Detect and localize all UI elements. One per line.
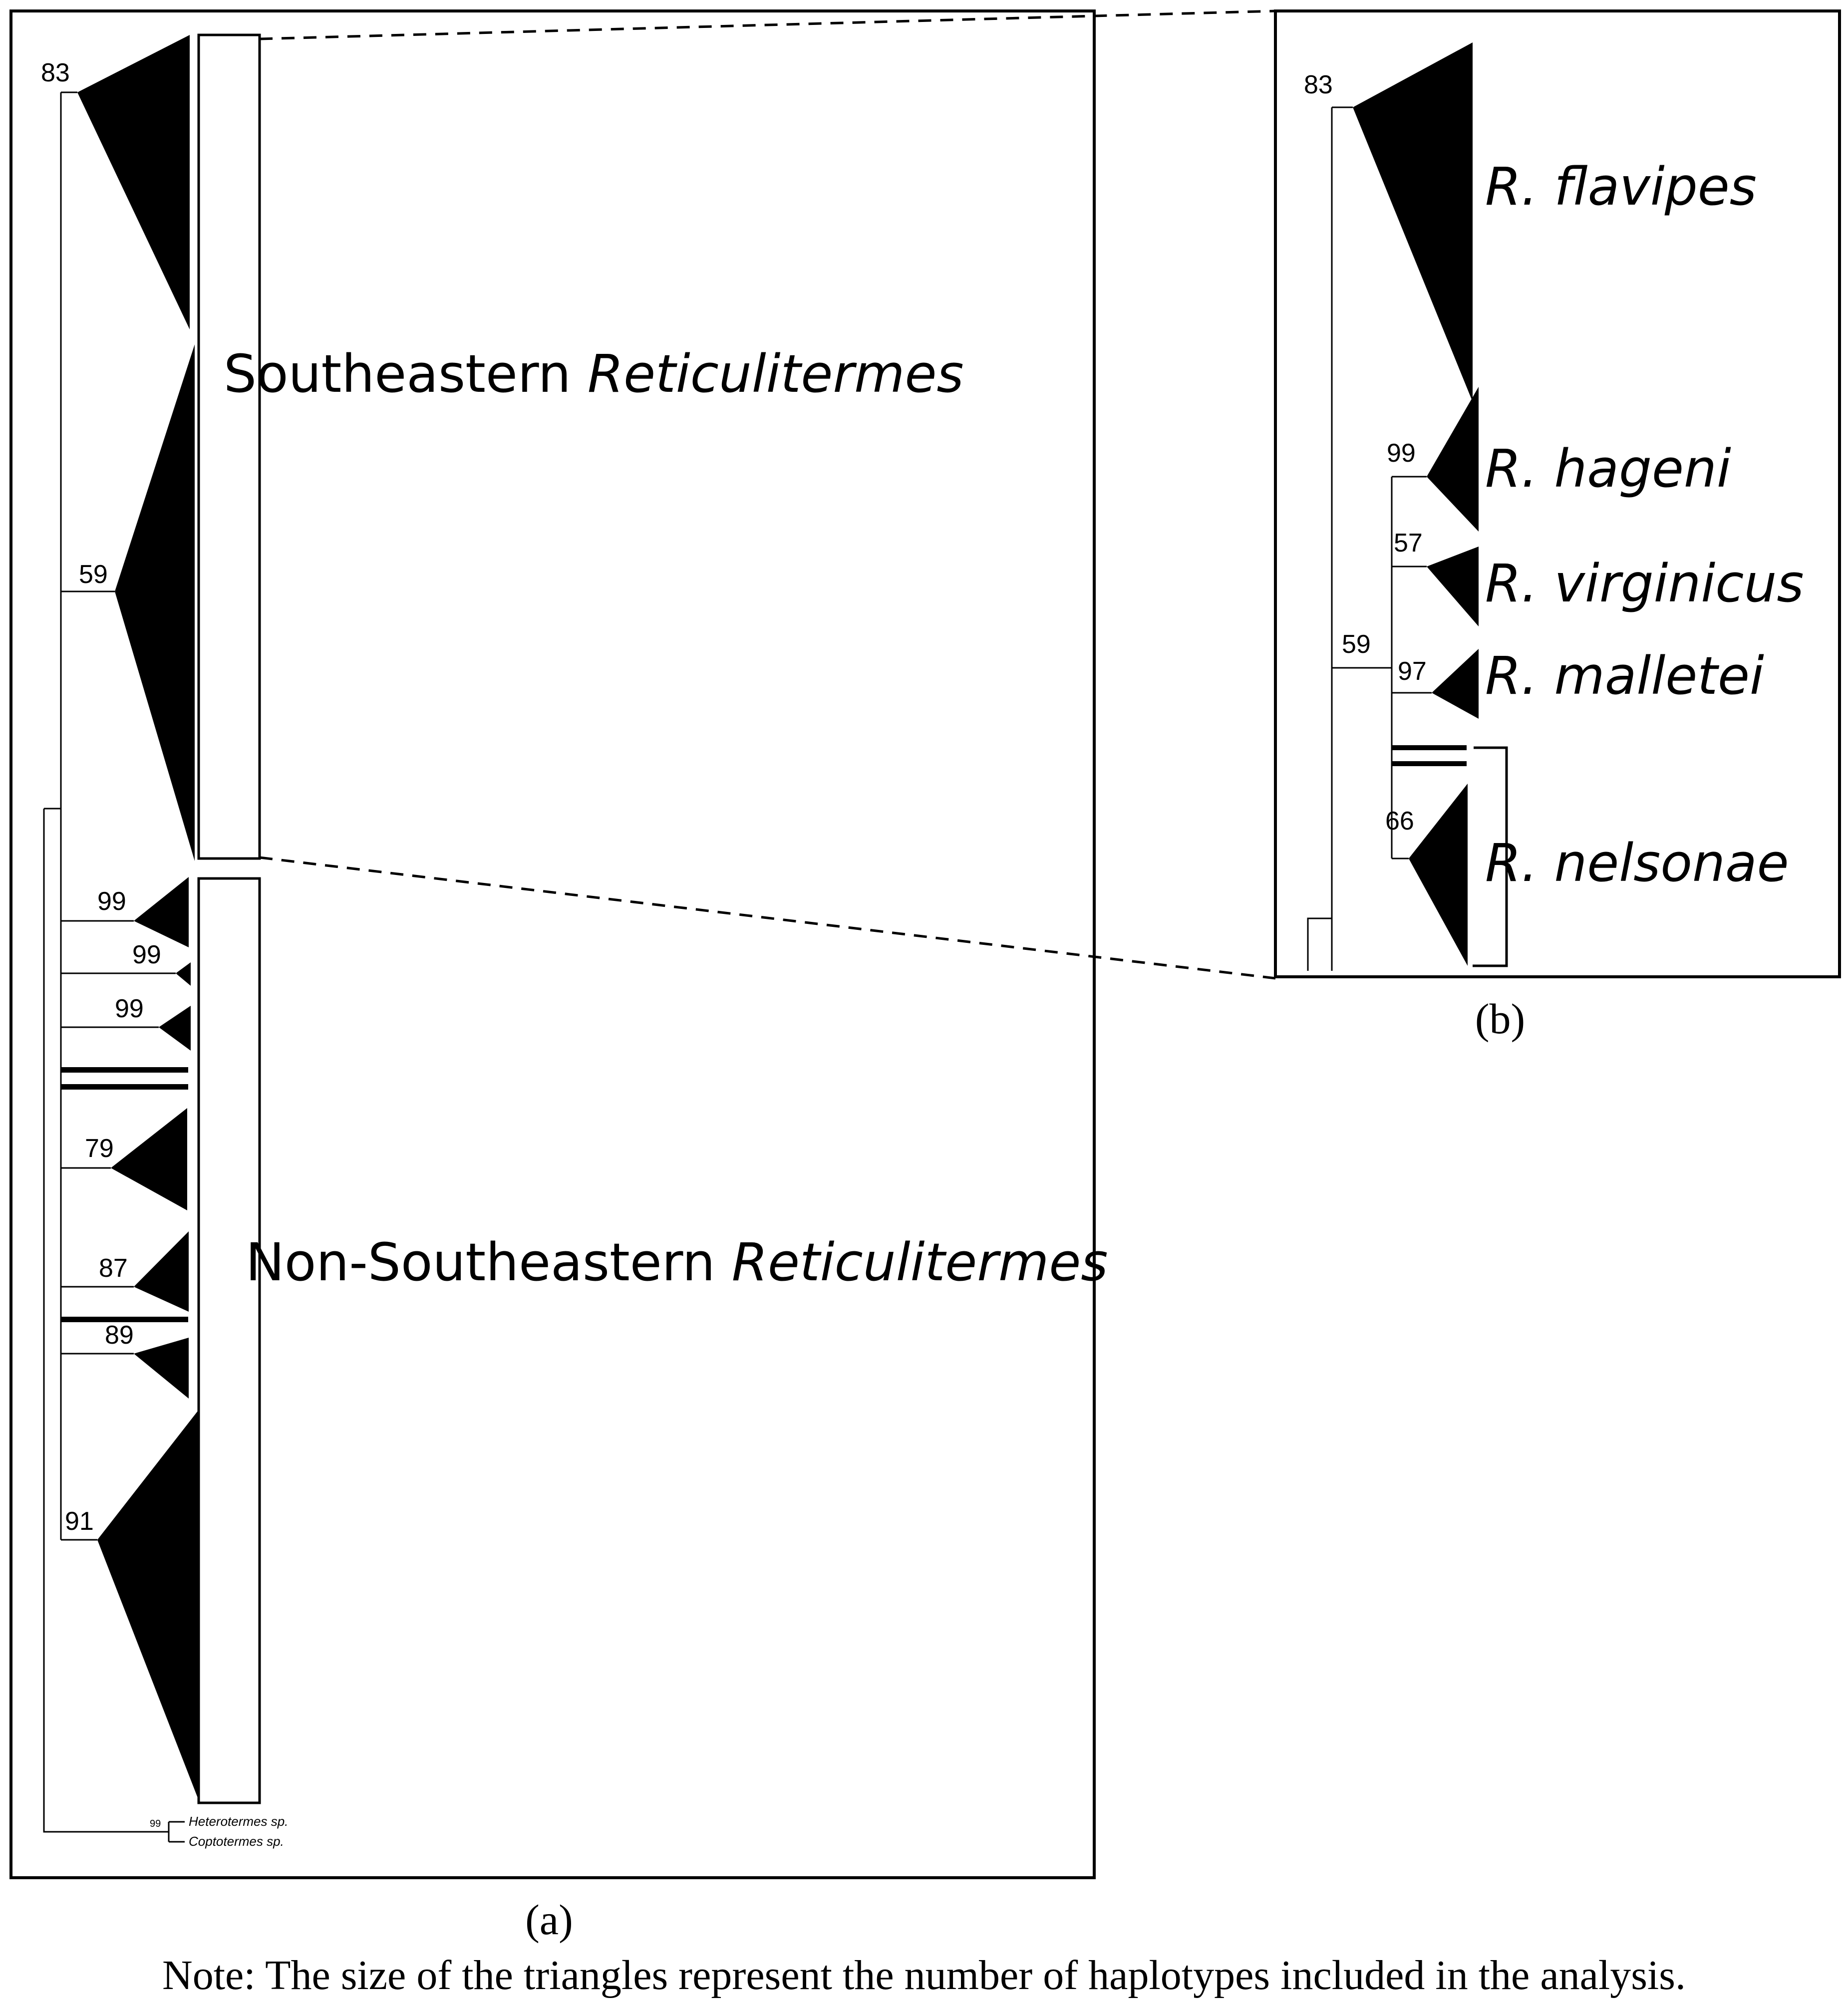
b-support-66: 66 — [1385, 807, 1414, 836]
clade-triangle-83 — [77, 35, 190, 329]
zoom-line-top — [259, 9, 1276, 40]
b-lineage-bar-1 — [1392, 745, 1467, 750]
b-support-97: 97 — [1398, 657, 1427, 686]
southeastern-label: Southeastern Reticulitermes — [224, 343, 964, 404]
clade-triangle-59 — [115, 344, 195, 861]
support-79: 79 — [85, 1134, 114, 1163]
support-99a: 99 — [97, 887, 126, 916]
b-lineage-bar-2 — [1392, 761, 1467, 766]
support-99c: 99 — [115, 994, 144, 1023]
clade-triangle-99c — [159, 1006, 191, 1051]
outgroup-taxon-1: Heterotermes sp. — [189, 1814, 288, 1829]
b-species-hageni: R. hageni — [1485, 438, 1731, 499]
lineage-bar-2 — [61, 1084, 188, 1090]
clade-triangle-87 — [134, 1231, 189, 1312]
b-root-branch — [1307, 917, 1332, 971]
support-83: 83 — [41, 58, 70, 87]
clade-triangle-91 — [97, 1409, 200, 1803]
clade-triangle-99b — [176, 962, 191, 986]
figure-note: Note: The size of the triangles represen… — [162, 1952, 1686, 1999]
panel-a-caption: (a) — [525, 1896, 573, 1944]
b-triangle-nelsonae — [1409, 784, 1468, 966]
b-species-nelsonae: R. nelsonae — [1485, 833, 1789, 893]
b-species-malletei: R. malletei — [1485, 645, 1764, 706]
clade-triangle-99a — [134, 877, 189, 947]
clade-triangle-89 — [134, 1338, 189, 1399]
non-southeastern-label: Non-Southeastern Reticulitermes — [246, 1232, 1108, 1293]
panel-a-frame — [9, 9, 1096, 1879]
lineage-bar-1 — [61, 1067, 188, 1073]
outgroup-taxon-2: Coptotermes sp. — [189, 1834, 284, 1849]
b-triangle-hageni — [1427, 387, 1479, 532]
b-support-83: 83 — [1304, 70, 1333, 99]
support-91: 91 — [65, 1507, 94, 1536]
outgroup-support: 99 — [150, 1818, 161, 1829]
panel-b-frame — [1274, 9, 1841, 978]
root-branch — [43, 809, 150, 1833]
panel-b: 83 99 57 59 97 66 R. flavipes R. hageni … — [1274, 9, 1841, 1043]
b-support-59: 59 — [1342, 630, 1371, 659]
support-59: 59 — [79, 560, 108, 589]
non-southeastern-box — [197, 877, 261, 1804]
b-species-virginicus: R. virginicus — [1485, 553, 1804, 614]
panel-b-caption: (b) — [1475, 995, 1525, 1043]
b-triangle-flavipes — [1353, 42, 1473, 402]
lineage-bar-3 — [61, 1317, 188, 1322]
southeastern-box — [197, 33, 261, 860]
b-triangle-malletei — [1432, 649, 1479, 719]
b-support-99: 99 — [1387, 439, 1416, 468]
b-triangle-virginicus — [1427, 547, 1479, 626]
support-89: 89 — [105, 1321, 134, 1350]
support-99b: 99 — [132, 940, 161, 969]
clade-triangle-79 — [111, 1108, 187, 1210]
zoom-line-bottom — [259, 856, 1276, 980]
b-nelsonae-bracket — [1473, 746, 1508, 967]
b-species-flavipes: R. flavipes — [1485, 156, 1757, 217]
b-support-57: 57 — [1394, 529, 1423, 558]
panel-a: 83 59 99 99 99 79 87 89 91 Southeastern … — [9, 9, 1108, 1944]
support-87: 87 — [99, 1254, 128, 1283]
